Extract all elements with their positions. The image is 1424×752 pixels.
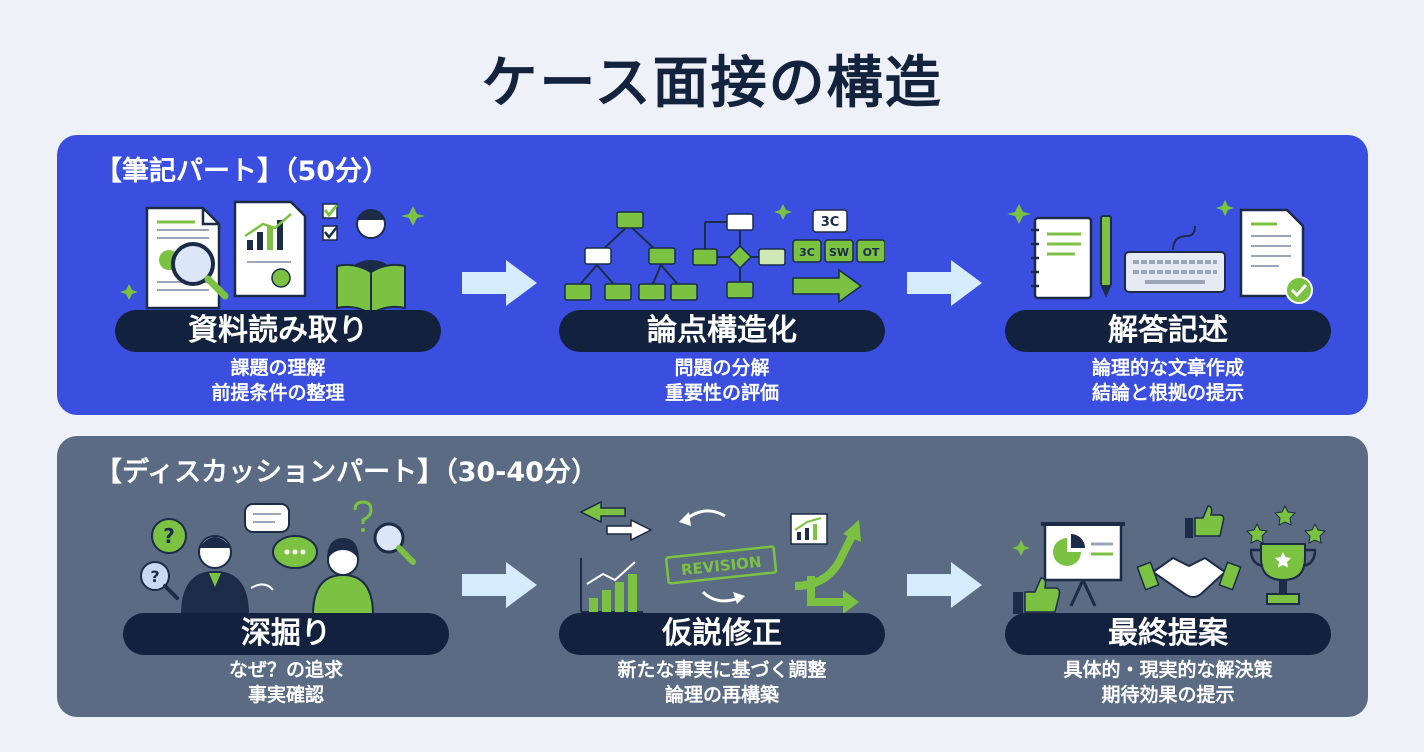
- magnifier-icon: [171, 242, 229, 300]
- final-proposal-illustration: [1012, 504, 1327, 614]
- thumbs-up-icon: [1185, 505, 1225, 538]
- bar-chart-icon: [580, 558, 643, 613]
- keyboard-icon: [1124, 225, 1226, 293]
- step-desc-line: 事実確認: [247, 684, 324, 706]
- svg-text:?: ?: [150, 567, 159, 586]
- step-desc-line: 新たな事実に基づく調整: [617, 659, 827, 681]
- star-icon: [1273, 504, 1297, 526]
- step-pill: 解答記述: [1005, 310, 1331, 352]
- flowchart-icon: [692, 213, 786, 299]
- step-desc-line: 具体的・現実的な解決策: [1063, 659, 1273, 681]
- star-icon: [1303, 522, 1327, 544]
- step-desc-line: 前提条件の整理: [211, 382, 345, 404]
- flow-arrow-icon: [462, 260, 537, 306]
- step-desc-line: なぜ？の追求: [228, 659, 343, 681]
- deep-dive-illustration: ? ?: [140, 500, 416, 615]
- swap-arrows-icon: [579, 500, 653, 542]
- checkbox-icon: [322, 203, 339, 241]
- written-part-heading: 【筆記パート】（50分）: [95, 156, 390, 187]
- discussion-part-panel: 【ディスカッションパート】（30-40分） ? ?: [57, 436, 1368, 717]
- notebook-icon: [1031, 216, 1093, 300]
- issue-structuring-illustration: 3C 3C SW OT: [564, 204, 885, 304]
- svg-text:?: ?: [163, 524, 175, 548]
- document-reading-illustration: [120, 200, 425, 315]
- svg-text:OT: OT: [863, 246, 880, 259]
- trophy-icon: [1249, 543, 1317, 605]
- step-desc-line: 結論と根拠の提示: [1091, 382, 1244, 404]
- step-pill: 論点構造化: [559, 310, 885, 352]
- step-pill: 仮説修正: [559, 613, 885, 655]
- step-desc-line: 重要性の評価: [664, 382, 779, 404]
- framework-icon: 3C 3C SW OT: [792, 209, 885, 263]
- step-desc-line: 期待効果の提示: [1101, 684, 1235, 706]
- handshake-icon: [1136, 556, 1242, 598]
- search-question-icon: ?: [140, 561, 179, 600]
- curved-arrow-icon: [684, 509, 726, 522]
- svg-text:3C: 3C: [799, 246, 815, 259]
- rising-arrow-icon: [794, 532, 857, 590]
- thumbs-up-icon: [1013, 577, 1061, 614]
- sparkle-icon: [1007, 204, 1031, 224]
- written-part-panel: 【筆記パート】（50分）: [57, 135, 1368, 415]
- completed-document-icon: [1239, 208, 1313, 304]
- flow-arrow-icon: [462, 562, 537, 608]
- flow-arrow-icon: [907, 562, 982, 608]
- page-title: ケース面接の構造: [481, 51, 943, 116]
- step-desc-line: 論理的な文章作成: [1091, 357, 1244, 379]
- flow-arrow-icon: [907, 260, 982, 306]
- candidate-icon: [311, 538, 375, 615]
- interviewer-icon: [181, 535, 249, 615]
- revision-stamp-icon: REVISION: [664, 545, 778, 585]
- svg-text:3C: 3C: [821, 215, 840, 230]
- chart-document-icon: [233, 200, 307, 298]
- hypothesis-revision-illustration: REVISION: [579, 500, 861, 614]
- progress-arrow-icon: [792, 268, 863, 304]
- step-desc-line: 課題の理解: [230, 357, 326, 379]
- presentation-board-icon: [1041, 522, 1125, 607]
- star-icon: [1245, 522, 1269, 544]
- sparkle-icon: [120, 284, 138, 300]
- person-reading-icon: [336, 209, 406, 315]
- chat-bubble-icon: [244, 503, 318, 569]
- question-bubble-icon: ?: [151, 518, 187, 554]
- svg-text:SW: SW: [829, 246, 849, 259]
- step-pill: 資料読み取り: [115, 310, 441, 352]
- step-desc-line: 問題の分解: [674, 357, 770, 379]
- trend-chart-icon: [790, 513, 828, 545]
- step-desc-line: 論理の再構築: [664, 684, 779, 706]
- pen-icon: [1100, 215, 1112, 298]
- sparkle-icon: [1012, 540, 1030, 556]
- gesture-hand-icon: [250, 583, 274, 591]
- sparkle-icon: [1216, 200, 1234, 216]
- magnifier-icon: [373, 522, 416, 565]
- step-pill: 最終提案: [1005, 613, 1331, 655]
- step-pill: 深掘り: [123, 613, 449, 655]
- sparkle-icon: [774, 204, 792, 220]
- answer-writing-illustration: [1007, 200, 1313, 304]
- sparkle-icon: [401, 206, 425, 226]
- discussion-part-heading: 【ディスカッションパート】（30-40分）: [95, 457, 598, 488]
- issue-tree-icon: [564, 211, 698, 301]
